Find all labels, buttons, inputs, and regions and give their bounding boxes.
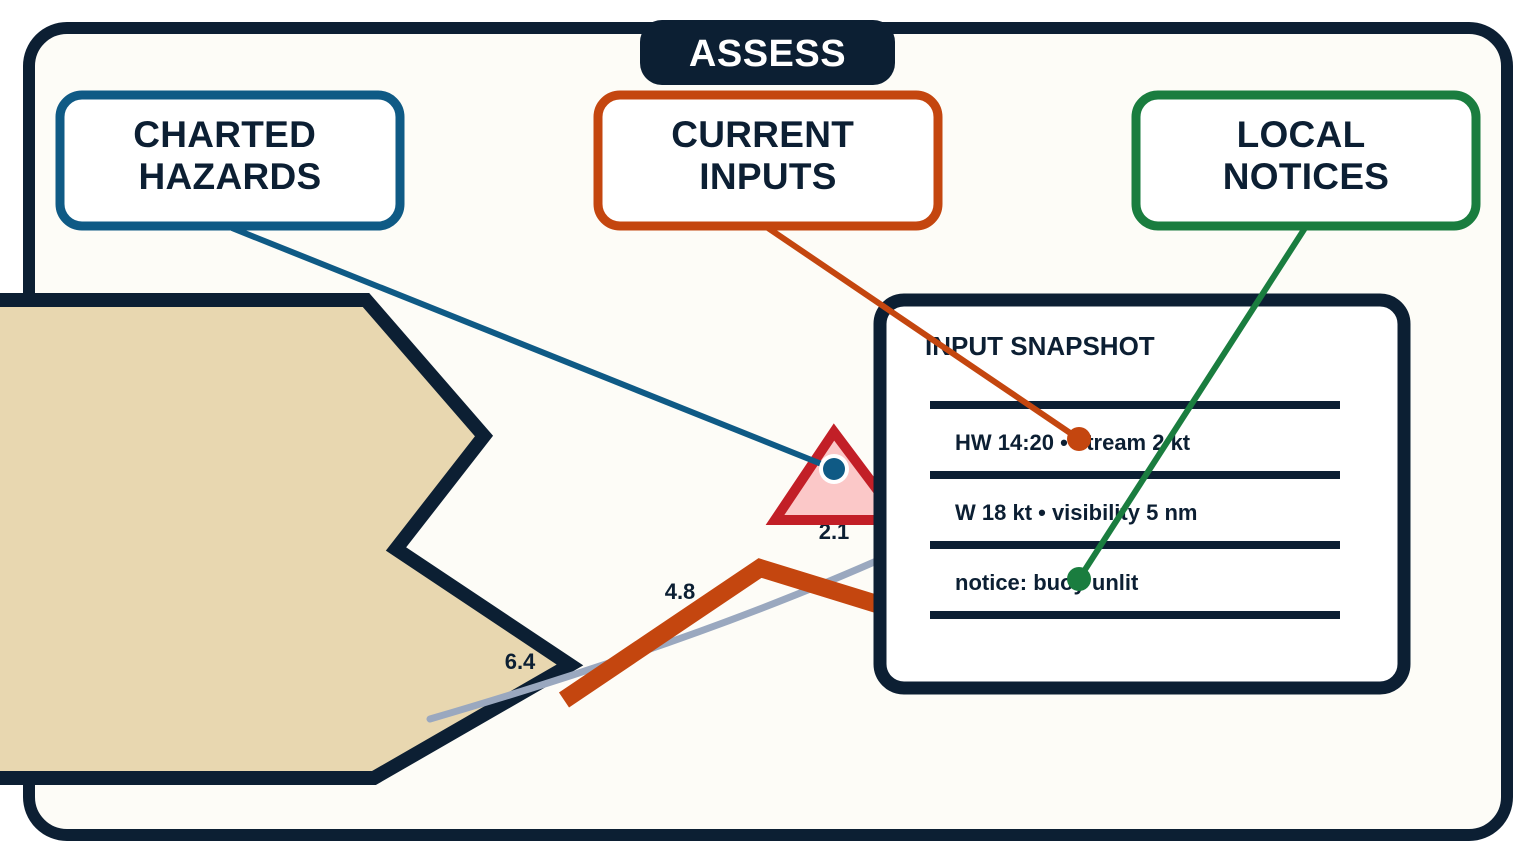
notice-marker-dot: [1067, 567, 1091, 591]
connector-charted-hazards: [230, 225, 836, 472]
planned-route: [558, 558, 883, 708]
depth-contour: [426, 551, 894, 723]
snapshot-title: INPUT SNAPSHOT: [925, 331, 1155, 361]
sounding-4-8: 4.8: [665, 579, 696, 604]
hazard-marker-dot: [823, 458, 845, 480]
category-label-current-inputs: CURRENT INPUTS: [671, 114, 865, 197]
category-label-charted-hazards: CHARTED HAZARDS: [133, 114, 327, 197]
input-snapshot-panel: [873, 293, 1411, 695]
category-label-local-notices: LOCAL NOTICES: [1223, 114, 1390, 197]
connector-local-notices: [1076, 226, 1308, 581]
category-box-local-notices: [1131, 90, 1481, 231]
land-mass: [0, 293, 584, 785]
stage-title: ASSESS: [689, 33, 846, 75]
sounding-6-4: 6.4: [505, 649, 536, 674]
current-marker-dot: [1067, 427, 1091, 451]
snapshot-row-notice: notice: buoy unlit: [955, 570, 1139, 595]
category-box-current-inputs: [593, 90, 943, 231]
stage-title-tab: [640, 20, 895, 85]
connector-current-inputs: [766, 225, 1081, 442]
snapshot-row-weather: W 18 kt • visibility 5 nm: [955, 500, 1197, 525]
category-box-charted-hazards: [55, 90, 405, 231]
